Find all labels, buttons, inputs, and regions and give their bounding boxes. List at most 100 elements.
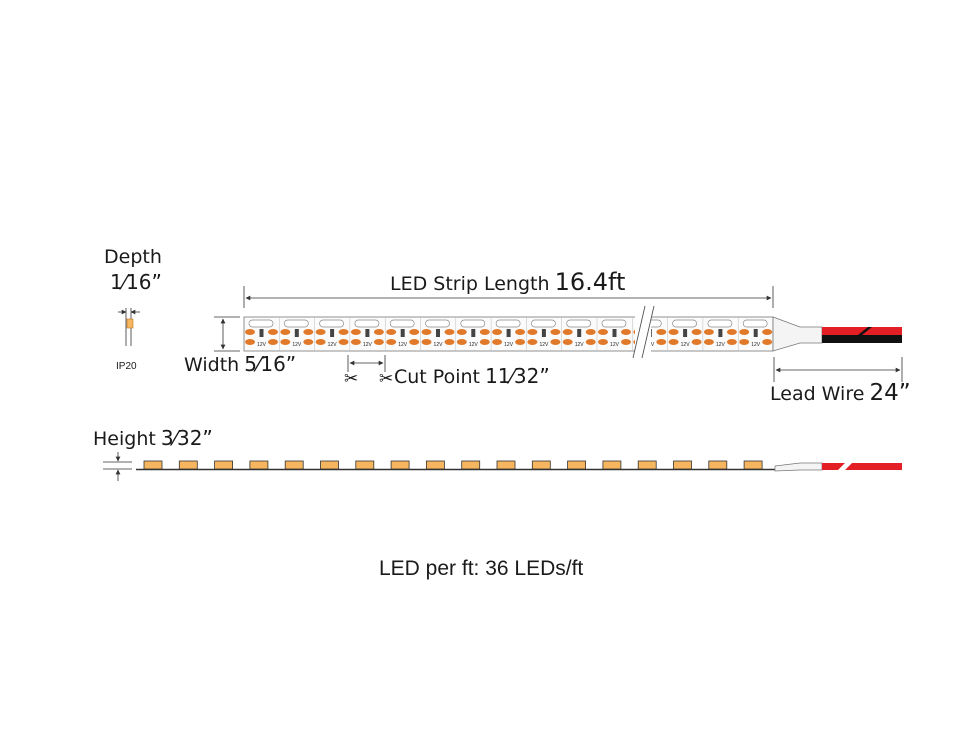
solder-pad (479, 339, 490, 345)
side-led-chip (602, 460, 622, 470)
solder-pad (409, 339, 420, 345)
solder-pad (703, 329, 714, 335)
solder-pad (456, 329, 467, 335)
depth-indicator (118, 308, 140, 346)
side-led-chip (425, 460, 445, 470)
solder-pad (739, 339, 750, 345)
height-label: Height 3⁄32” (93, 428, 213, 449)
solder-pad (726, 339, 737, 345)
solder-pad (656, 329, 667, 335)
led-outline (283, 319, 309, 328)
segment-voltage: 12V (363, 342, 373, 348)
solder-pad (421, 339, 432, 345)
solder-pad (739, 329, 750, 335)
segment-voltage: 12V (398, 342, 408, 348)
segment-voltage: 12V (575, 342, 585, 348)
strip-segment: 12V (315, 317, 351, 351)
segment-voltage: 12V (716, 342, 726, 348)
cut-point-label: Cut Point 11⁄32” (394, 366, 550, 387)
cut-point-text: Cut Point (394, 366, 480, 388)
side-led-chip (567, 460, 586, 470)
led-outline (389, 319, 415, 328)
lead-wire-label: Lead Wire 24” (770, 382, 911, 405)
strip-length-text: LED Strip Length (390, 273, 550, 295)
segment-voltage: 12V (328, 342, 338, 348)
strip-segment: 12V (739, 317, 774, 351)
solder-pad (303, 329, 314, 335)
resistor (436, 329, 440, 337)
solder-pad (373, 339, 384, 345)
side-led-chip (743, 460, 763, 470)
solder-pad (585, 339, 596, 345)
solder-pad (668, 339, 679, 345)
height-text: Height (93, 428, 156, 450)
lead-wire-top (822, 327, 902, 343)
led-outline (248, 319, 274, 328)
solder-pad (386, 329, 397, 335)
side-led-chip (708, 460, 728, 470)
resistor (259, 329, 264, 337)
solder-pad (245, 329, 255, 335)
height-dimension (103, 452, 132, 481)
side-led-chip (390, 460, 410, 470)
lead-wire-text: Lead Wire (770, 383, 865, 405)
solder-pad (726, 329, 737, 335)
width-value: 5⁄16” (244, 352, 297, 376)
solder-pad (515, 329, 526, 335)
solder-pad (621, 339, 631, 345)
solder-pad (668, 329, 679, 335)
led-outline (495, 319, 521, 328)
strip-segment: 12V (280, 317, 315, 351)
solder-pad (444, 329, 455, 335)
led-outline (601, 319, 627, 328)
strip-segment: 12V (562, 317, 598, 351)
strip-segment: 12V (598, 317, 633, 351)
solder-pad (303, 339, 314, 345)
side-led-chip (637, 460, 657, 470)
led-outline (425, 319, 450, 328)
solder-pad (656, 339, 667, 345)
led-outline (672, 319, 697, 328)
side-led-chip (355, 460, 375, 470)
side-led-chip (284, 460, 304, 470)
depth-title: Depth (104, 246, 162, 268)
strip-segment: 12V (456, 317, 492, 351)
solder-pad (562, 339, 573, 345)
solder-pad (762, 339, 773, 345)
led-strip-side-view (136, 460, 823, 472)
solder-pad (691, 339, 702, 345)
solder-pad (280, 339, 291, 345)
scissors-icon: ✂ (379, 369, 394, 388)
solder-pad (515, 339, 526, 345)
solder-pad (598, 339, 608, 345)
led-outline (742, 319, 768, 328)
strip-segment: 12V (421, 317, 457, 351)
width-label: Width 5⁄16” (184, 354, 296, 375)
side-led-chip (531, 460, 551, 470)
led-outline (707, 319, 733, 328)
strip-length-dimension (243, 286, 774, 308)
resistor (683, 329, 688, 337)
solder-pad (762, 329, 773, 335)
solder-pad (703, 339, 714, 345)
strip-segment: 12V (703, 317, 739, 351)
side-led-chip (249, 460, 269, 470)
resistor (471, 329, 476, 337)
led-per-ft: LED per ft: 36 LEDs/ft (379, 557, 584, 580)
solder-pad (562, 329, 573, 335)
solder-pad (386, 339, 397, 345)
solder-pad (421, 329, 432, 335)
solder-pad (550, 329, 561, 335)
resistor (506, 329, 511, 337)
solder-pad (492, 339, 503, 345)
side-led-chip (214, 460, 234, 470)
segment-voltage: 12V (751, 342, 761, 348)
side-led-chip (673, 460, 692, 470)
segment-voltage: 12V (292, 342, 302, 348)
led-outline (319, 319, 344, 328)
height-value: 3⁄32” (160, 426, 213, 450)
segment-voltage: 12V (434, 342, 444, 348)
strip-segment: 12V (668, 317, 704, 351)
